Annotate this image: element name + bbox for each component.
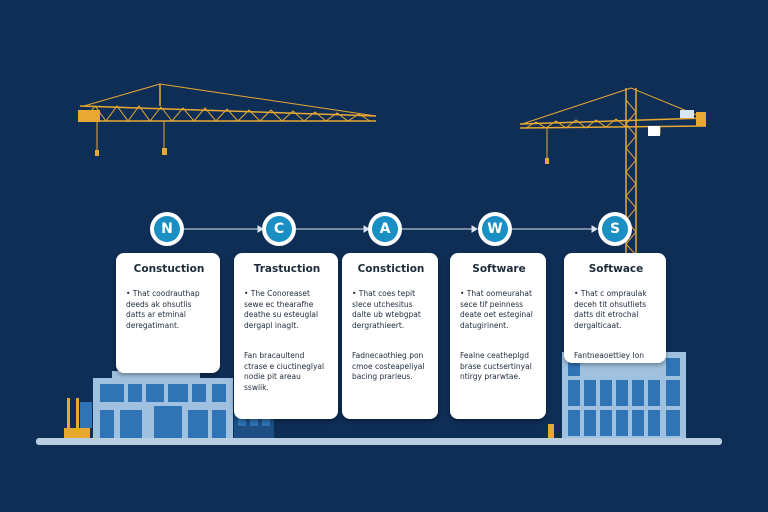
card-text-secondary: Fadnecaothieg pon cmoe costeapeliyal bac… <box>352 351 425 381</box>
left-crane-hook <box>95 150 99 156</box>
construction-box <box>64 428 90 438</box>
step-node-letter: S <box>602 216 628 242</box>
left-crane-icon <box>79 83 377 152</box>
left-crane-counterweight <box>78 110 100 122</box>
step-node-letter: A <box>372 216 398 242</box>
card-title: Constuction <box>133 263 205 275</box>
card-title: Software <box>472 263 526 275</box>
step-node-3: A <box>368 212 402 246</box>
step-node-1: N <box>150 212 184 246</box>
step-node-letter: W <box>482 216 508 242</box>
card-text-primary: • That oomeurahat sece tif peinness deat… <box>460 289 533 330</box>
card-text-primary: • That c ompraulak deceh tit ohsutliets … <box>574 289 647 330</box>
step-node-4: W <box>478 212 512 246</box>
card-text-primary: • That coes tepit slece utchesitus dalte… <box>352 289 421 330</box>
card-text-secondary: Fealne ceatheplgd brase cuctsertinyal nt… <box>460 351 532 381</box>
left-building-icon <box>93 371 274 440</box>
step-node-5: S <box>598 212 632 246</box>
card-title: Constiction <box>357 263 425 275</box>
ground-line <box>36 438 722 445</box>
right-crane-load <box>648 126 660 136</box>
step-card-3: Constiction • That coes tepit slece utch… <box>342 253 438 419</box>
step-node-letter: C <box>266 216 292 242</box>
site-bucket <box>548 424 554 438</box>
step-card-1: Constuction • That coodrauthap deeds ak … <box>116 253 220 373</box>
card-text-primary: • The Conoreaset sewe ec thearafhe death… <box>244 289 319 330</box>
step-card-5: Softwace • That c ompraulak deceh tit oh… <box>564 253 666 363</box>
card-text-secondary: Fan bracaultend ctrase e ciuctineglyal n… <box>244 351 325 392</box>
right-crane-cab <box>680 110 694 118</box>
left-crane-hook-2 <box>162 148 167 155</box>
right-building-icon <box>562 352 686 440</box>
arrow-right-icon <box>184 225 598 233</box>
right-crane-counterweight <box>696 112 706 126</box>
step-card-2: Trastuction • The Conoreaset sewe ec the… <box>234 253 338 419</box>
step-card-4: Software • That oomeurahat sece tif pein… <box>450 253 546 419</box>
card-title: Trastuction <box>253 263 321 275</box>
step-node-letter: N <box>154 216 180 242</box>
scaffold-pole <box>67 398 70 430</box>
card-text-primary: • That coodrauthap deeds ak ohsutlis dat… <box>126 289 200 330</box>
card-title: Softwace <box>588 263 644 275</box>
site-door <box>80 402 92 428</box>
right-crane-hook <box>545 158 549 164</box>
card-text-secondary: Fantneaoettiey Ion cngs cuetsemtinyal be… <box>574 351 647 363</box>
step-node-2: C <box>262 212 296 246</box>
scaffold-pole-2 <box>76 398 79 430</box>
